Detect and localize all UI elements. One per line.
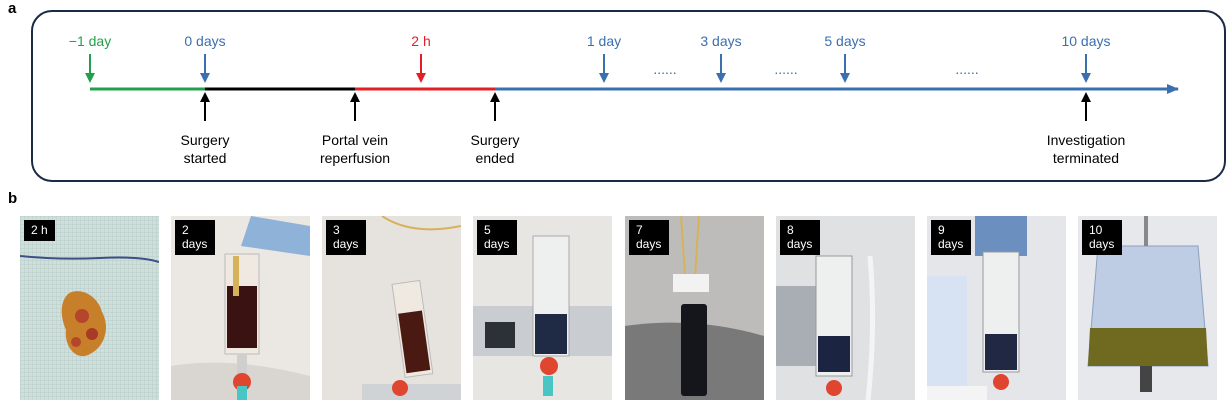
ellipsis-3: ......: [955, 61, 978, 77]
up-arrow-portal-vein-reperfusion: [350, 92, 360, 121]
panel-a-letter: a: [8, 0, 17, 17]
up-arrow-surgery-ended: [490, 92, 500, 121]
panel-b-letter: b: [8, 190, 18, 207]
event-portal-vein-line1: Portal vein: [322, 132, 388, 148]
event-investigation-terminated-line2: terminated: [1053, 150, 1119, 166]
down-arrow-2-h: [416, 54, 426, 83]
photo-time-tag: 2 h: [24, 220, 55, 241]
event-portal-vein-line2: reperfusion: [320, 150, 390, 166]
down-arrow-10-days: [1081, 54, 1091, 83]
timeline-diagram: −1 day 0 days 2 h 1 day 3 days 5 days 10…: [31, 10, 1226, 182]
down-arrow-1-day: [599, 54, 609, 83]
label-2-h: 2 h: [411, 33, 430, 49]
event-surgery-started-line2: started: [184, 150, 227, 166]
label-0-days: 0 days: [184, 33, 225, 49]
up-arrow-surgery-started: [200, 92, 210, 121]
label-3-days: 3 days: [700, 33, 741, 49]
label-1-day: 1 day: [587, 33, 621, 49]
down-arrow-0-days: [200, 54, 210, 83]
ellipsis-2: ......: [774, 61, 797, 77]
photo-2-h-gauze: 2 h: [20, 216, 159, 400]
event-surgery-ended-line1: Surgery: [470, 132, 519, 148]
timeline-frame: [31, 10, 1226, 182]
event-surgery-ended-line2: ended: [476, 150, 515, 166]
event-surgery-started-line1: Surgery: [180, 132, 229, 148]
event-investigation-terminated-line1: Investigation: [1047, 132, 1126, 148]
label-minus-1-day: −1 day: [69, 33, 111, 49]
down-arrow-5-days: [840, 54, 850, 83]
down-arrow-minus-1-day: [85, 54, 95, 83]
ellipsis-1: ......: [653, 61, 676, 77]
up-arrow-investigation-terminated: [1081, 92, 1091, 121]
down-arrow-3-days: [716, 54, 726, 83]
label-5-days: 5 days: [824, 33, 865, 49]
label-10-days: 10 days: [1061, 33, 1110, 49]
